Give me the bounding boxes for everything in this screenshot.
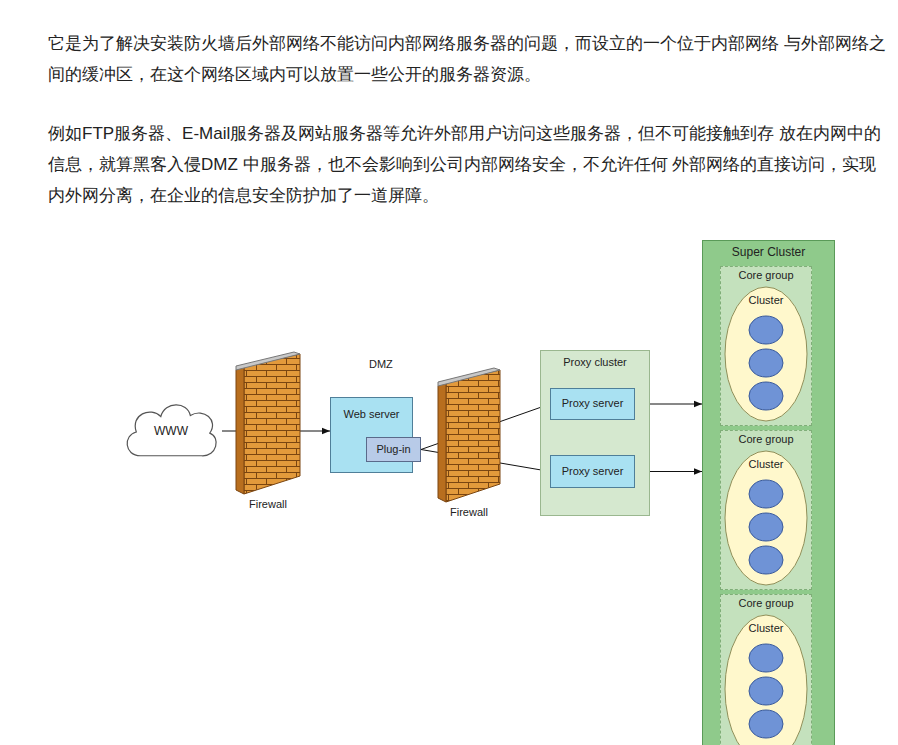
node-label: Proxy server xyxy=(562,397,624,410)
core-group-box: Core groupCluster xyxy=(720,430,812,590)
node-label: Cluster xyxy=(749,622,784,635)
core-group-box: Core groupCluster xyxy=(720,594,812,745)
node-label: Core group xyxy=(738,433,793,446)
super-cluster-box: Super ClusterCore groupClusterCore group… xyxy=(702,240,835,745)
node-label: Plug-in xyxy=(376,443,410,456)
server-node xyxy=(749,710,783,738)
server-node xyxy=(749,677,783,705)
cluster-ellipse: Cluster xyxy=(724,614,808,745)
cluster-outline xyxy=(724,450,808,586)
core-group-box: Core groupCluster xyxy=(720,266,812,426)
node-label: Web server xyxy=(343,408,399,421)
proxy-server-box: Proxy server xyxy=(550,455,635,488)
server-node xyxy=(749,546,783,574)
node-label: Super Cluster xyxy=(732,245,805,259)
proxy-server-box: Proxy server xyxy=(550,388,635,420)
cluster-outline xyxy=(724,286,808,422)
server-node xyxy=(749,316,783,344)
node-label: Proxy cluster xyxy=(563,356,627,369)
proxy-cluster-box: Proxy clusterProxy serverProxy server xyxy=(540,350,650,516)
cluster-ellipse: Cluster xyxy=(724,286,808,422)
firewall: Firewall xyxy=(438,368,500,502)
body-paragraph: 例如FTP服务器、E-Mail服务器及网站服务器等允许外部用户访问这些服务器，但… xyxy=(48,118,893,211)
node-label: Cluster xyxy=(749,294,784,307)
firewall: Firewall xyxy=(236,352,300,494)
server-node xyxy=(749,480,783,508)
body-paragraph: 它是为了解决安装防火墙后外部网络不能访问内部网络服务器的问题，而设立的一个位于内… xyxy=(48,28,893,90)
server-node xyxy=(749,382,783,410)
node-label: WWW xyxy=(154,424,188,438)
cluster-ellipse: Cluster xyxy=(724,450,808,586)
plugin-box: Plug-in xyxy=(366,437,421,462)
brick-wall xyxy=(438,368,500,502)
node-label: Proxy server xyxy=(562,465,624,478)
brick-wall xyxy=(236,352,300,494)
internet-cloud: WWW xyxy=(120,398,222,464)
node-label: Core group xyxy=(738,269,793,282)
node-label: Core group xyxy=(738,597,793,610)
node-label: Cluster xyxy=(749,458,784,471)
web-server-box: Web serverPlug-in xyxy=(330,397,413,473)
node-label: Firewall xyxy=(249,498,287,511)
node-label: Firewall xyxy=(450,506,488,519)
zone-label: DMZ xyxy=(369,358,393,370)
server-node xyxy=(749,644,783,672)
server-node xyxy=(749,349,783,377)
server-node xyxy=(749,513,783,541)
